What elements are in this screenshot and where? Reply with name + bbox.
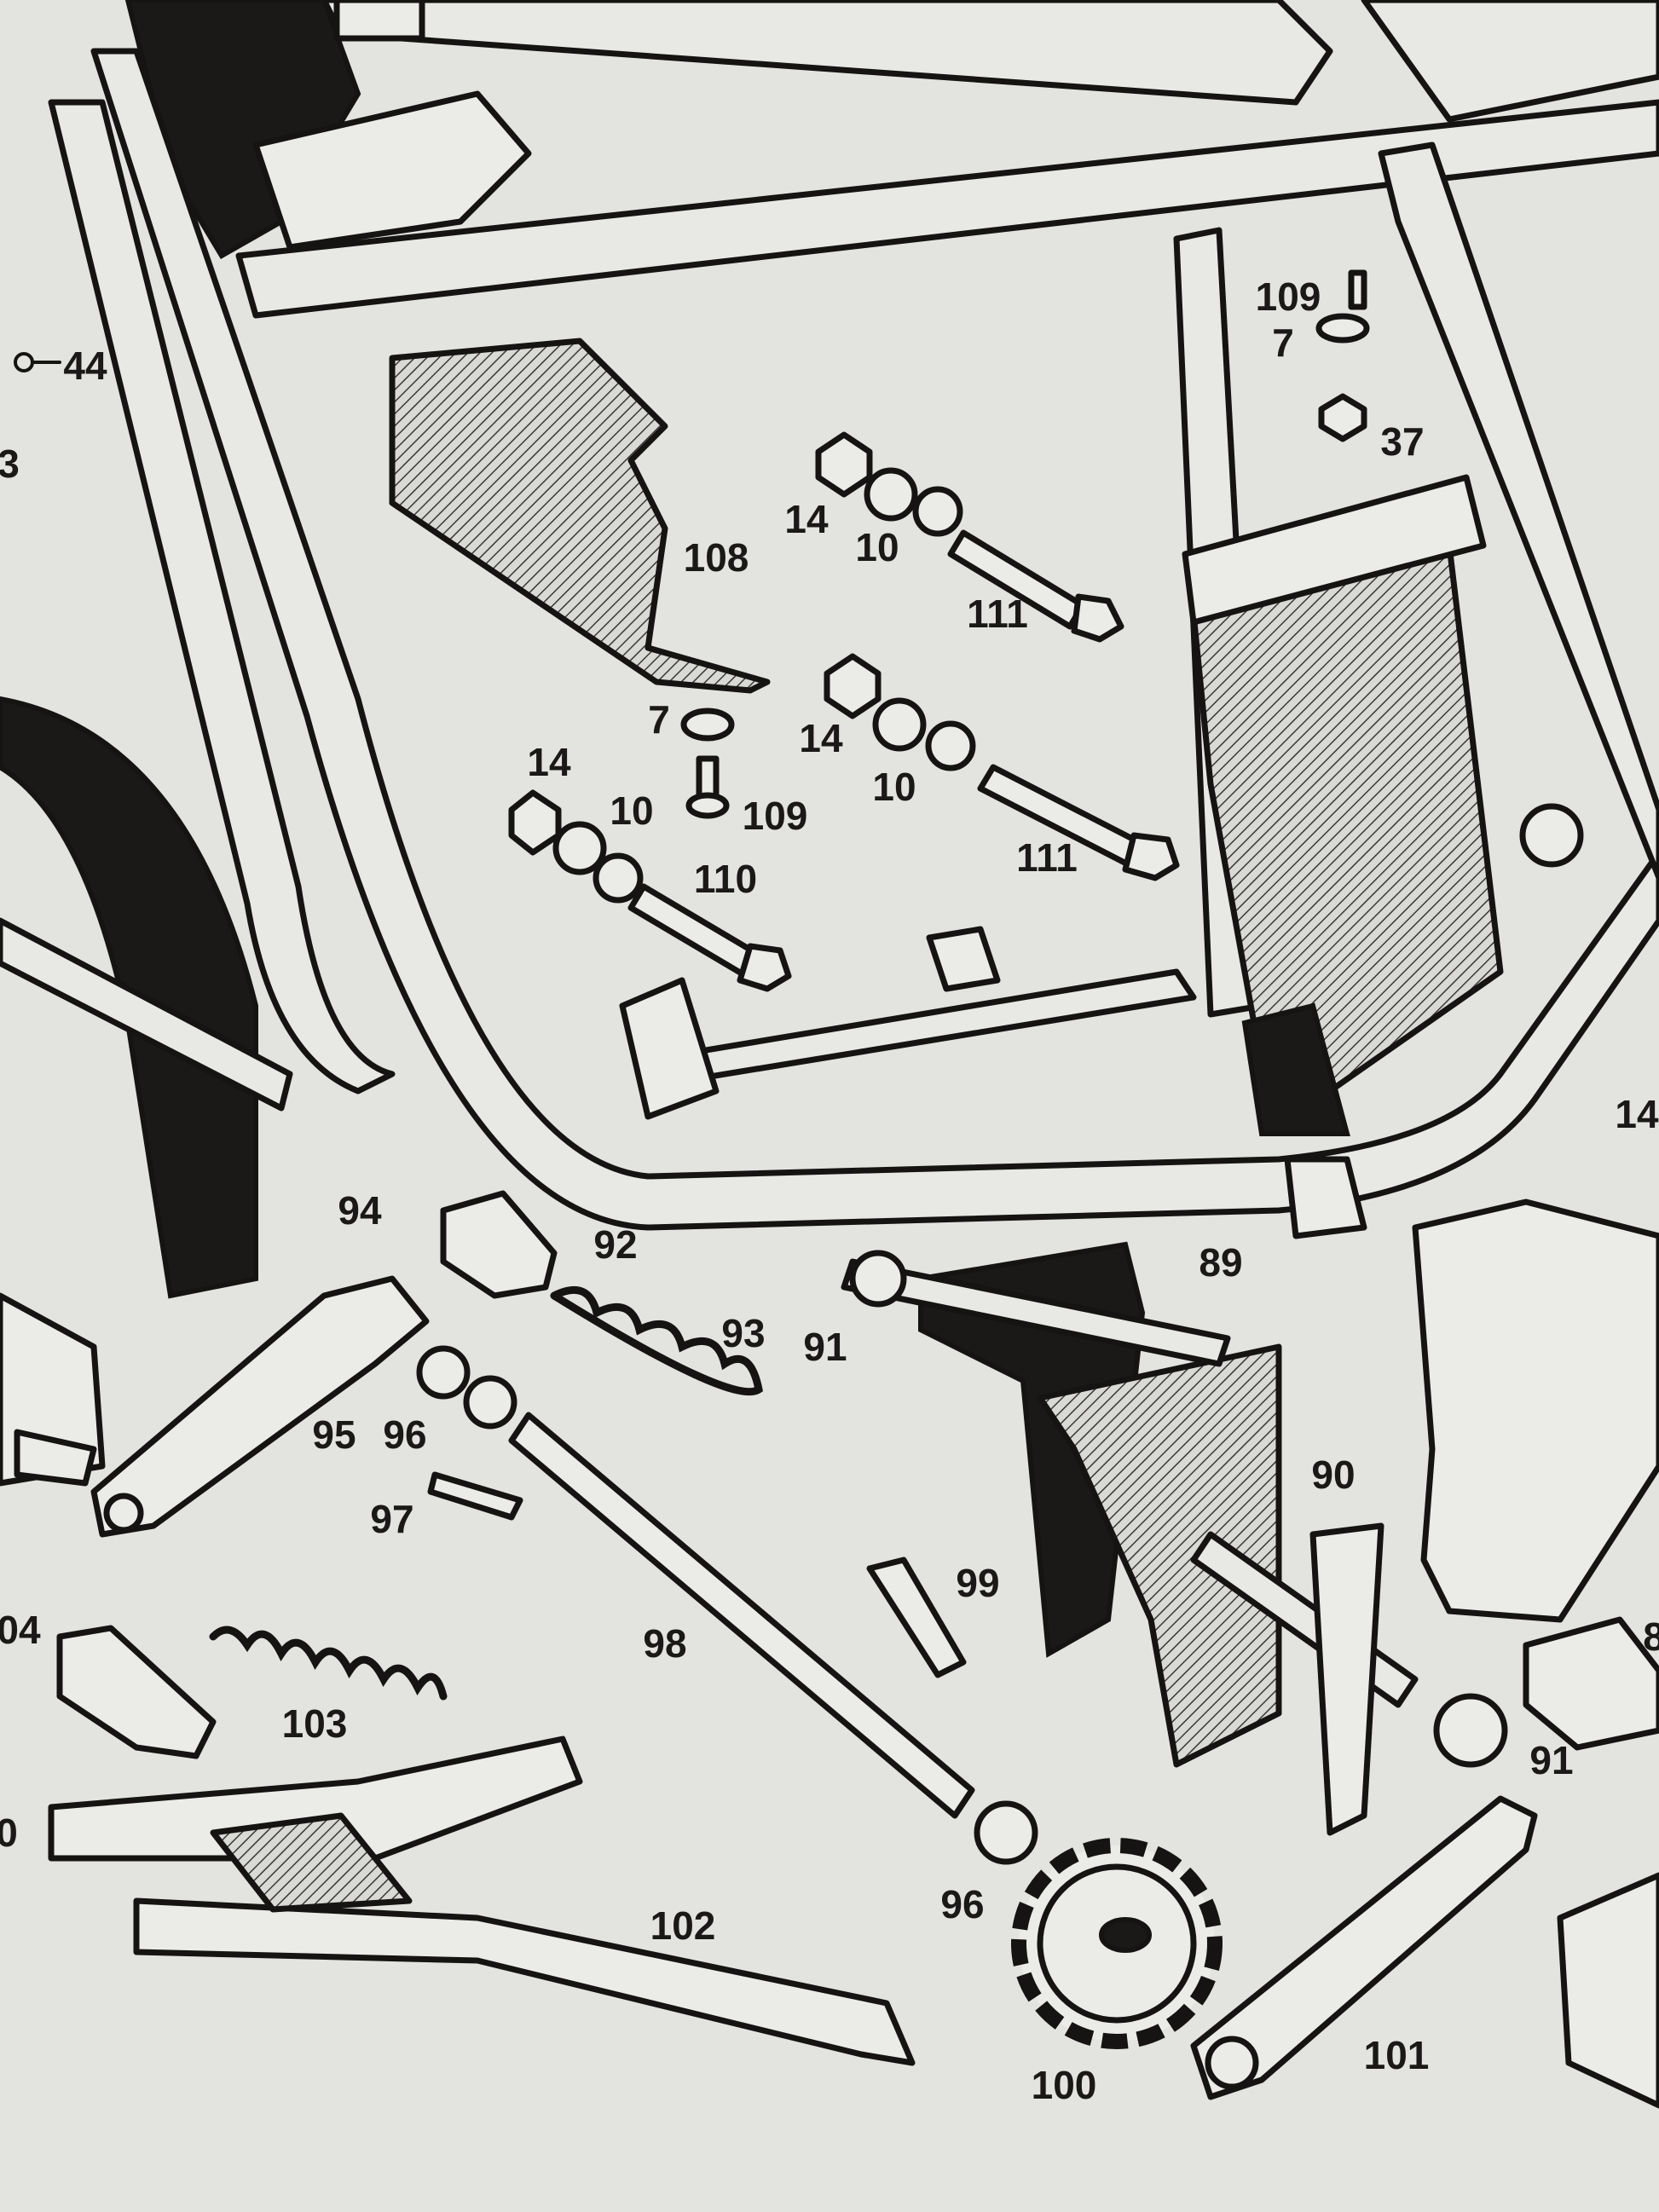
label-92: 92 [593,1222,637,1267]
label-110: 110 [694,857,757,901]
part-number-labels: 44 3 108 109 7 37 14 10 111 7 14 10 109 … [0,274,1659,2107]
label-104: 04 [0,1608,41,1652]
label-96: 96 [940,1882,984,1926]
spring-103 [209,1626,448,1701]
label-100: 100 [1032,2063,1097,2107]
label-90: 90 [1311,1453,1355,1497]
frame-rear-section [1173,141,1659,1136]
label-102: 102 [650,1903,716,1948]
label-93: 93 [721,1311,765,1355]
fasteners [508,269,1370,992]
label-10: 10 [610,788,653,833]
label-10: 10 [872,765,916,809]
frame-top-tubes [124,0,1659,319]
bracket-108 [389,338,771,694]
gear-lever-101 [1190,1795,1538,2100]
label-111: 111 [967,592,1028,636]
kickstart-shaft-assembly [416,1190,1038,1865]
label-109: 109 [743,794,808,838]
label-44: 44 [63,344,107,388]
label-8: 8 [1643,1614,1659,1659]
label-95: 95 [312,1412,356,1457]
label-94: 94 [338,1188,382,1233]
label-97: 97 [370,1497,413,1541]
label-14: 14 [799,716,843,760]
label-108: 108 [684,535,749,580]
label-14: 14 [527,740,571,784]
label-0: 0 [0,1811,18,1855]
brake-pedal-102 [48,1736,916,2066]
label-14: 14 [1615,1092,1659,1136]
side-panel [1412,1198,1659,1623]
label-101: 101 [1364,2033,1430,2077]
label-103: 103 [282,1701,348,1746]
label-37: 37 [1380,419,1424,464]
label-7: 7 [648,697,670,742]
link-104 [56,1625,217,1759]
label-91: 91 [803,1325,847,1369]
label-14: 14 [784,497,829,541]
label-13: 3 [0,442,20,486]
frame-cradle [48,48,1659,1239]
label-98: 98 [643,1621,686,1666]
label-7: 7 [1272,321,1294,365]
sprocket-100 [1011,1838,1223,2049]
label-10: 10 [855,525,899,569]
footrest-bracket-89-90 [841,1241,1508,1768]
label-109: 109 [1256,274,1321,319]
label-89: 89 [1199,1240,1242,1285]
label-111: 111 [1016,835,1078,880]
label-96: 96 [383,1412,426,1457]
label-99: 99 [956,1561,999,1605]
kickstart-lever-94 [90,1275,430,1538]
label-91: 91 [1529,1738,1573,1782]
